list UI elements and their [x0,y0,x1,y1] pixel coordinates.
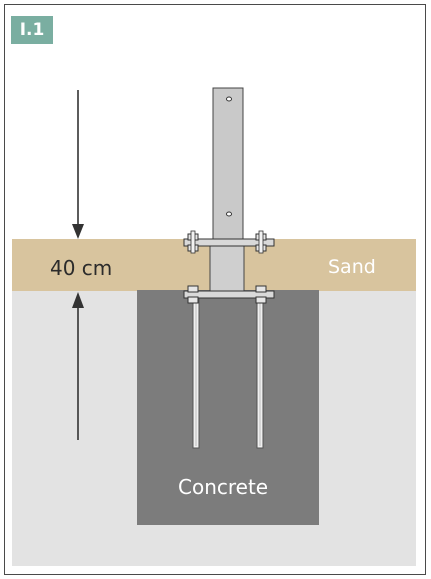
figure-badge: I.1 [11,16,53,44]
depth-label: 40 cm [50,256,113,280]
steel-post [212,87,244,241]
post-lower-segment [209,245,245,293]
lower-base-plate [183,285,275,304]
depth-arrow-up [72,292,84,440]
depth-arrow-down [72,90,84,239]
upper-base-plate [183,230,275,254]
concrete-label: Concrete [178,475,269,499]
post-hole-top [226,96,232,102]
post-hole-bottom [226,211,232,217]
sand-label: Sand [328,256,376,278]
concrete-foundation [137,290,319,525]
